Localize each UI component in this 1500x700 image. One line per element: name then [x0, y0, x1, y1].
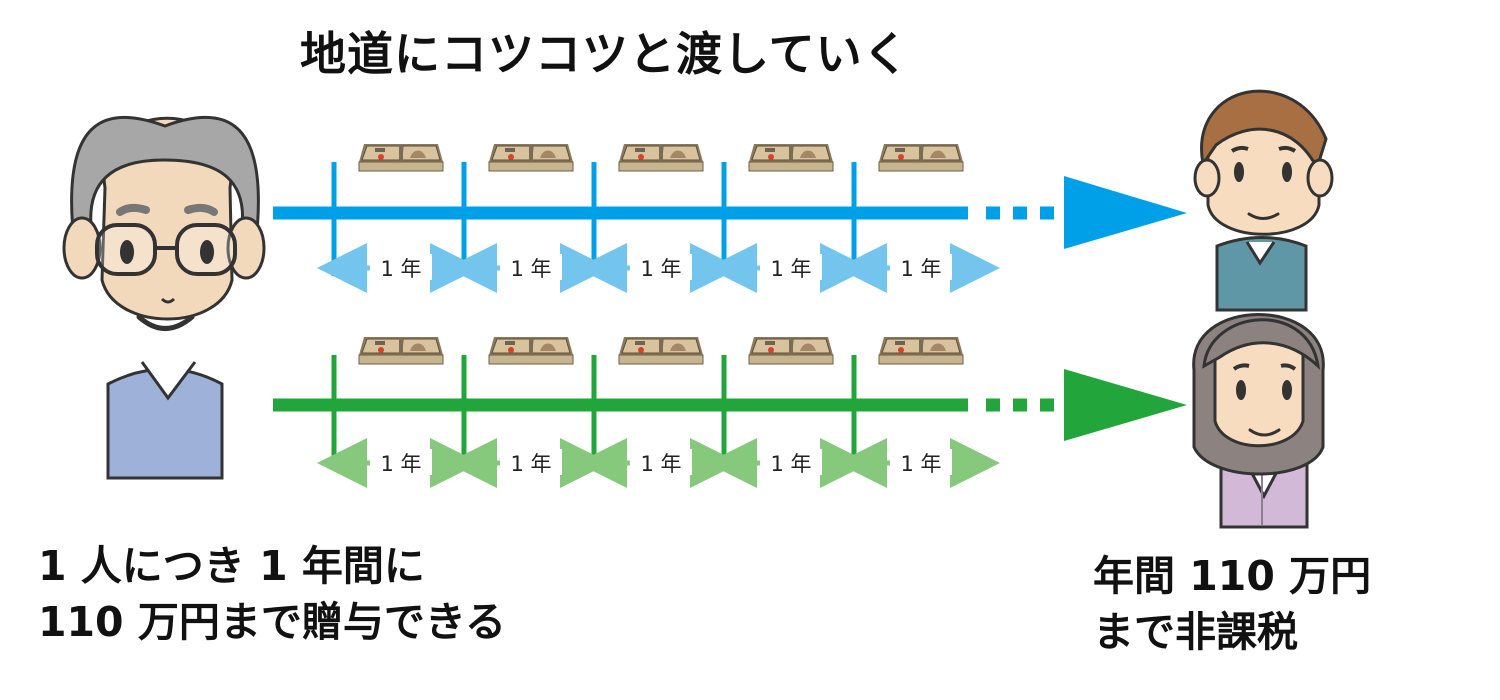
interval-label: 1 年	[380, 257, 421, 281]
interval-label-bg	[890, 449, 952, 475]
interval-label-bg	[500, 449, 562, 475]
receiver-caption: 年間 110 万円 まで非課税	[1093, 548, 1371, 660]
money-bundle-icon	[748, 143, 834, 172]
giver-caption: 1 人につき 1 年間に 110 万円まで贈与できる	[38, 538, 506, 650]
interval-label: 1 年	[640, 452, 681, 476]
interval-label-bg	[760, 449, 822, 475]
money-bundle-icon	[488, 143, 574, 172]
money-bundle-icon	[618, 336, 704, 365]
timeline-blue-arrowhead	[1064, 176, 1187, 249]
timeline-green-intervals: 1 年 1 年 1 年 1 年 1 年	[317, 438, 1000, 488]
interval-label: 1 年	[510, 257, 551, 281]
interval-label-bg	[760, 254, 822, 280]
timeline-green-money	[358, 336, 964, 365]
giver-caption-line-1: 1 人につき 1 年間に	[38, 542, 425, 590]
money-bundle-icon	[358, 336, 444, 365]
receiver-male-person	[1193, 89, 1334, 312]
diagram-title: 地道にコツコツと渡していく	[300, 27, 910, 81]
interval-label-bg	[890, 254, 952, 280]
timeline-blue: 1 年 1 年 1 年 1 年 1 年	[273, 143, 1187, 293]
interval-label-bg	[630, 449, 692, 475]
elderly-man-icon	[64, 117, 264, 478]
interval-label-bg	[370, 449, 432, 475]
money-bundle-icon	[618, 143, 704, 172]
timeline-blue-money	[358, 143, 964, 172]
timeline-green-arrowhead	[1064, 369, 1187, 441]
interval-label: 1 年	[380, 452, 421, 476]
timeline-blue-intervals: 1 年 1 年 1 年 1 年 1 年	[317, 243, 1000, 293]
receiver-female-person	[1191, 312, 1326, 529]
young-man-icon	[1193, 89, 1334, 312]
interval-label: 1 年	[640, 257, 681, 281]
giver-person	[64, 117, 264, 478]
interval-label: 1 年	[510, 452, 551, 476]
receiver-caption-line-1: 年間 110 万円	[1093, 552, 1372, 600]
interval-label: 1 年	[770, 257, 811, 281]
money-bundle-icon	[878, 143, 964, 172]
money-bundle-icon	[878, 336, 964, 365]
timeline-green: 1 年 1 年 1 年 1 年 1 年	[273, 336, 1187, 488]
interval-label: 1 年	[770, 452, 811, 476]
money-bundle-icon	[488, 336, 574, 365]
young-woman-icon	[1191, 312, 1326, 529]
receiver-caption-line-2: まで非課税	[1093, 608, 1298, 656]
interval-label: 1 年	[900, 257, 941, 281]
giver-caption-line-2: 110 万円まで贈与できる	[38, 598, 507, 646]
interval-label-bg	[370, 254, 432, 280]
money-bundle-icon	[748, 336, 834, 365]
interval-label-bg	[630, 254, 692, 280]
interval-label: 1 年	[900, 452, 941, 476]
interval-label-bg	[500, 254, 562, 280]
money-bundle-icon	[358, 143, 444, 172]
